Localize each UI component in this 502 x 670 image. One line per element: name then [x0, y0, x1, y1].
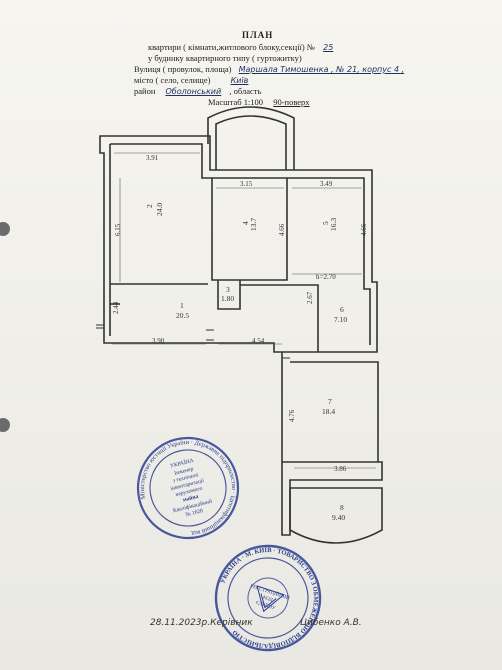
dim-label: 3.86: [334, 465, 347, 473]
dim-label: 3.49: [320, 180, 333, 188]
svg-text:5: 5: [321, 221, 330, 225]
dim-label: 2.44: [112, 301, 120, 314]
svg-text:24.0: 24.0: [155, 203, 164, 216]
street-label: Вулиця ( провулок, площа): [134, 64, 232, 74]
district-line: район Оболонський , область: [134, 86, 261, 96]
company-stamp: УКРАЇНА · М. КИЇВ · ТОВАРИСТВО З ОБМЕЖЕН…: [204, 534, 333, 663]
plan-walls: [99, 106, 383, 544]
page-title: ПЛАН: [242, 30, 274, 40]
svg-text:майна: майна: [182, 493, 199, 504]
binder-hole: [0, 222, 10, 236]
city-value: Київ: [230, 76, 249, 85]
svg-text:4: 4: [241, 221, 250, 225]
dim-label: 4.66: [278, 223, 286, 236]
dim-label: h=2.70: [316, 273, 336, 281]
svg-text:13.7: 13.7: [249, 218, 258, 231]
apartment-line: квартири ( кімнати,житлового блоку,секці…: [148, 42, 333, 52]
svg-text:8: 8: [340, 503, 344, 512]
svg-text:7: 7: [328, 397, 332, 406]
binder-hole: [0, 418, 10, 432]
district-label: район: [134, 86, 156, 96]
apartment-label: квартири ( кімнати,житлового блоку,секці…: [148, 42, 315, 52]
svg-text:7.10: 7.10: [334, 315, 347, 324]
svg-text:18.4: 18.4: [322, 407, 335, 416]
series-label: 90-поверх: [273, 97, 310, 107]
scale-line: Масштаб 1:100 90-поверх: [208, 97, 310, 107]
signature-name: Цибенко А.В.: [300, 618, 362, 628]
official-stamp: Міністерство юстиції України · Державне …: [129, 429, 248, 548]
dimension-lines: [112, 152, 376, 469]
svg-text:20.5: 20.5: [176, 311, 189, 320]
svg-text:Інженер: Інженер: [174, 466, 194, 477]
city-line: місто ( село, селище) Київ: [134, 75, 248, 85]
svg-text:6: 6: [340, 305, 344, 314]
dim-label: 4.54: [252, 337, 265, 345]
dimension-labels: 3.91 3.15 3.49 6.15 4.66 4.66 h=2.70 2.4…: [112, 154, 368, 473]
region-label: , область: [229, 86, 262, 96]
svg-text:КОД: КОД: [262, 596, 274, 604]
svg-text:1.80: 1.80: [221, 294, 234, 303]
scale-label: Масштаб 1:100: [208, 97, 264, 107]
street-line: Вулиця ( провулок, площа) Маршала Тимоше…: [134, 64, 404, 74]
room-7: 718.4: [322, 397, 335, 416]
svg-text:ЄДРПОУ: ЄДРПОУ: [255, 601, 276, 612]
dim-label: 3.90: [152, 337, 165, 345]
room-1: 120.5: [176, 301, 189, 320]
building-type-line: у будинку квартирного типу ( гуртожитку): [148, 53, 302, 63]
dim-label: 2.67: [306, 291, 314, 304]
dim-label: 3.15: [240, 180, 253, 188]
dim-label: 6.15: [114, 223, 122, 236]
svg-text:3: 3: [226, 285, 230, 294]
svg-text:1: 1: [180, 301, 184, 310]
signature-date: 28.11.2023р.Керівник: [150, 618, 253, 628]
svg-text:№ 1628: № 1628: [185, 508, 204, 518]
room-6: 67.10: [334, 305, 347, 324]
district-value: Оболонський: [165, 87, 222, 96]
dim-label: 4.66: [360, 223, 368, 236]
city-label: місто ( село, селище): [134, 75, 211, 85]
apartment-number: 25: [323, 43, 334, 52]
svg-text:9.40: 9.40: [332, 513, 345, 522]
room-3: 31.80: [221, 285, 234, 303]
dim-label: 3.91: [146, 154, 159, 162]
svg-text:2: 2: [145, 204, 154, 208]
room-8: 89.40: [332, 503, 345, 522]
window-marks: [96, 324, 290, 359]
street-value: Маршала Тимошенка , № 21, корпус 4 ,: [238, 65, 405, 74]
svg-text:16.3: 16.3: [329, 218, 338, 231]
dim-label: 4.76: [288, 409, 296, 422]
